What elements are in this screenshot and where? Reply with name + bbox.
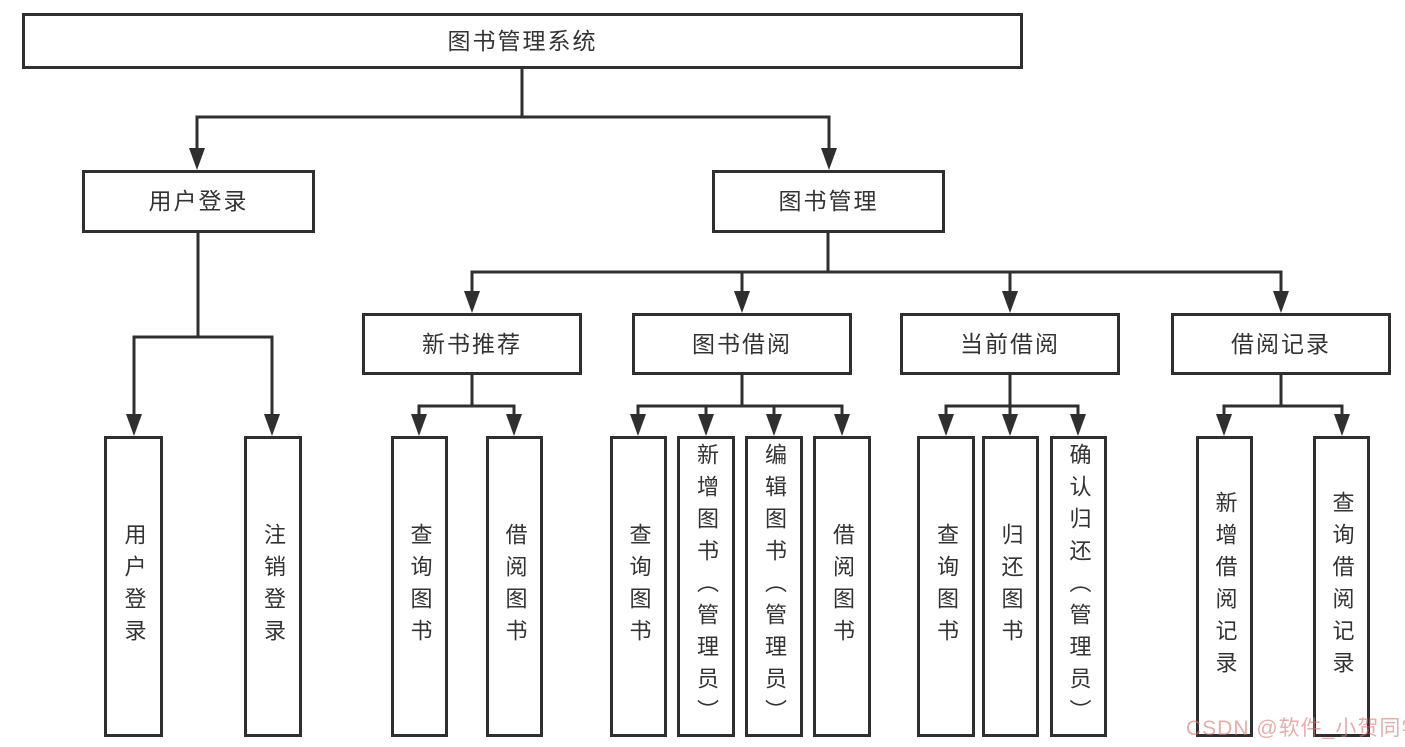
arrow-down-icon: [464, 291, 480, 313]
arrow-down-icon: [1273, 291, 1289, 313]
arrow-down-icon: [1334, 414, 1350, 436]
node-book-management-label: 图书管理: [778, 188, 879, 214]
connector-user-login-rail: [132, 335, 274, 418]
arrow-down-icon: [1002, 414, 1018, 436]
leaf-logout: 注销登录: [244, 436, 302, 737]
leaf-bb-add-books-admin-label: 新增图书（管理员）: [694, 442, 719, 731]
leaf-nb-query-books: 查询图书: [391, 436, 448, 737]
leaf-cb-return-books-label: 归还图书: [998, 522, 1024, 651]
arrow-down-icon: [938, 414, 954, 436]
leaf-br-query-record-label: 查询借阅记录: [1329, 490, 1355, 683]
leaf-bb-add-books-admin: 新增图书（管理员）: [677, 436, 735, 737]
arrow-down-icon: [264, 414, 280, 436]
leaf-nb-query-books-label: 查询图书: [407, 522, 433, 651]
leaf-nb-borrow-books-label: 借阅图书: [502, 522, 528, 651]
connector-book-borrow-rail: [636, 404, 844, 418]
leaf-br-query-record: 查询借阅记录: [1313, 436, 1370, 737]
node-current-borrow-label: 当前借阅: [960, 330, 1060, 357]
arrow-down-icon: [411, 414, 427, 436]
arrow-down-icon: [698, 414, 714, 436]
node-new-book-recommend: 新书推荐: [362, 313, 582, 375]
arrow-down-icon: [126, 414, 142, 436]
leaf-logout-label: 注销登录: [261, 522, 286, 651]
arrow-down-icon: [1002, 291, 1018, 313]
leaf-cb-confirm-return-admin: 确认归还（管理员）: [1050, 436, 1107, 737]
leaf-cb-query-books-label: 查询图书: [934, 522, 959, 651]
connector-borrow-record-rail: [1222, 404, 1344, 418]
leaf-bb-edit-books-admin: 编辑图书（管理员）: [745, 436, 803, 737]
leaf-user-login: 用户登录: [104, 436, 163, 737]
connector-level1-rail: [195, 115, 831, 152]
leaf-nb-borrow-books: 借阅图书: [486, 436, 543, 737]
node-current-borrow: 当前借阅: [900, 313, 1120, 375]
csdn-watermark: CSDN @软件_小贺同学: [1186, 717, 1405, 740]
arrow-down-icon: [1216, 414, 1232, 436]
node-root: 图书管理系统: [22, 13, 1023, 69]
arrow-down-icon: [834, 414, 850, 436]
node-user-login: 用户登录: [82, 170, 315, 233]
leaf-cb-return-books: 归还图书: [982, 436, 1039, 737]
connector-new-book-rail: [417, 404, 516, 418]
arrow-down-icon: [734, 291, 750, 313]
leaf-bb-query-books-label: 查询图书: [626, 522, 652, 651]
arrow-down-icon: [766, 414, 782, 436]
arrow-down-icon: [506, 414, 522, 436]
node-book-borrow-label: 图书借阅: [692, 330, 792, 357]
leaf-bb-query-books: 查询图书: [610, 436, 667, 737]
arrow-down-icon: [630, 414, 646, 436]
leaf-cb-query-books: 查询图书: [917, 436, 975, 737]
node-user-login-label: 用户登录: [148, 188, 249, 214]
node-book-management: 图书管理: [712, 170, 945, 233]
node-book-borrow: 图书借阅: [632, 313, 852, 375]
leaf-user-login-label: 用户登录: [121, 522, 147, 651]
node-new-book-recommend-label: 新书推荐: [422, 330, 522, 357]
leaf-cb-confirm-return-admin-label: 确认归还（管理员）: [1066, 442, 1092, 731]
node-borrow-records-label: 借阅记录: [1231, 330, 1331, 357]
arrow-down-icon: [189, 148, 205, 170]
leaf-bb-borrow-books-label: 借阅图书: [830, 522, 855, 651]
leaf-bb-borrow-books: 借阅图书: [813, 436, 871, 737]
arrow-down-icon: [821, 148, 837, 170]
leaf-br-add-record: 新增借阅记录: [1196, 436, 1253, 737]
leaf-bb-edit-books-admin-label: 编辑图书（管理员）: [762, 442, 787, 731]
node-root-label: 图书管理系统: [447, 27, 598, 54]
leaf-br-add-record-label: 新增借阅记录: [1212, 490, 1238, 683]
node-borrow-records: 借阅记录: [1171, 313, 1391, 375]
arrow-down-icon: [1070, 414, 1086, 436]
connector-book-mgmt-rail: [470, 270, 1283, 295]
connector-current-borrow-rail: [944, 404, 1080, 418]
